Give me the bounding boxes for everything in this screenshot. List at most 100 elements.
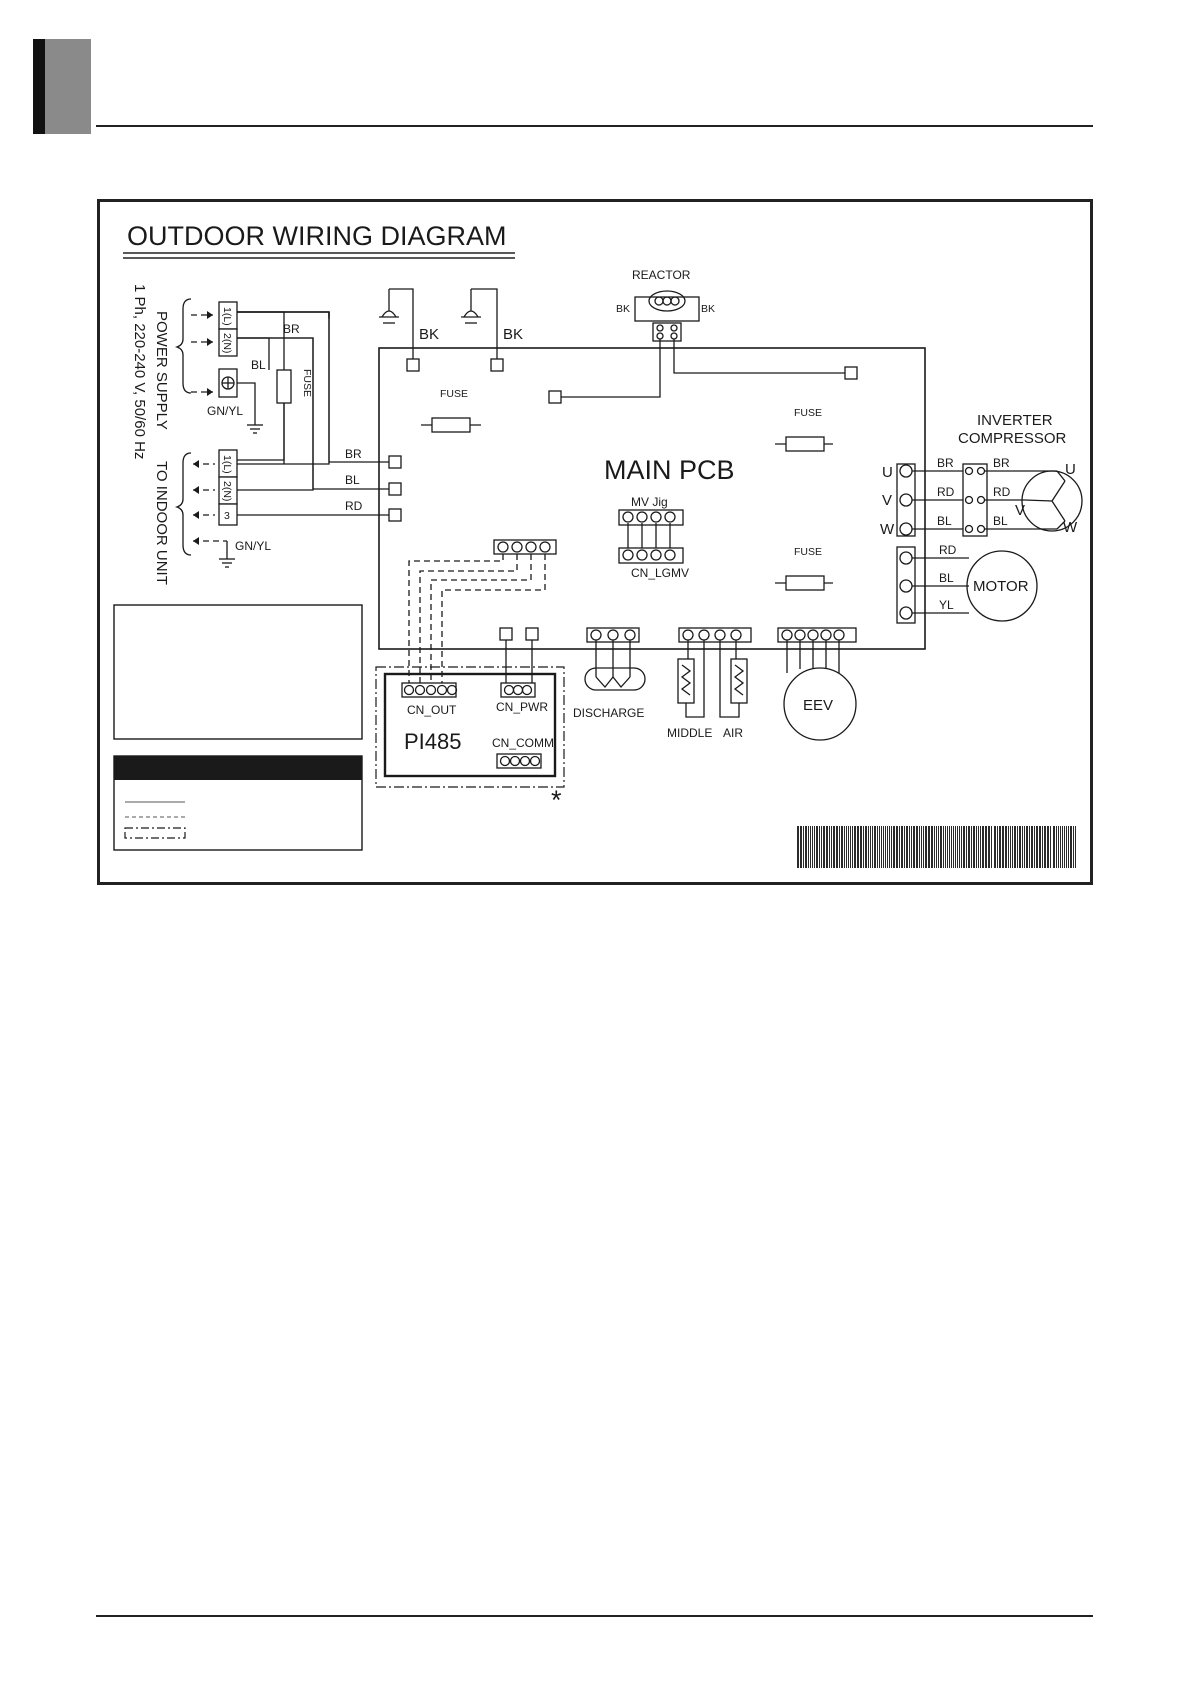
barcode-bar [1060,826,1061,868]
barcode-bar [848,826,849,868]
power-supply-spec: 1 Ph, 220-240 V, 50/60 Hz [131,284,148,459]
barcode-bar [1005,826,1007,868]
barcode-bar [957,826,958,868]
air-label: AIR [723,726,743,740]
barcode-bar [819,826,820,868]
motor-wire-yl: YL [939,598,954,612]
barcode-bar [1029,826,1030,868]
barcode-bar [857,826,859,868]
reactor-label: REACTOR [632,268,691,282]
barcode-bar [968,826,970,868]
barcode-bar [823,826,825,868]
cn-pwr-label: CN_PWR [496,700,548,714]
barcode [797,826,1076,868]
barcode-bar [991,826,992,868]
barcode-bar [1014,826,1016,868]
compressor-motor [1021,470,1083,532]
inverter-label-1: INVERTER [977,412,1053,429]
barcode-bar [1012,826,1013,868]
comp-phase-v: V [1015,502,1025,519]
barcode-bar [985,826,987,868]
barcode-bar [904,826,905,868]
comp-wire-rd-2: RD [993,485,1011,499]
barcode-bar [1047,826,1049,868]
barcode-bar [841,826,843,868]
comp-wire-br-1: BR [937,456,954,470]
barcode-bar [839,826,840,868]
barcode-bar [953,826,954,868]
diagram-title: OUTDOOR WIRING DIAGRAM [127,221,507,251]
barcode-bar [1042,826,1043,868]
barcode-bar [963,826,965,868]
barcode-bar [971,826,972,868]
barcode-bar [863,826,864,868]
barcode-bar [945,826,946,868]
barcode-bar [913,826,915,868]
barcode-bar [988,826,990,868]
barcode-bar [997,826,998,868]
barcode-bar [949,826,950,868]
wire-label-bl: BL [345,473,360,487]
barcode-bar [1026,826,1028,868]
barcode-bar [1024,826,1025,868]
barcode-bar [887,826,888,868]
barcode-bar [901,826,903,868]
pcb-fuse-label-2: FUSE [794,407,822,419]
barcode-bar [872,826,873,868]
barcode-bar [879,826,880,868]
barcode-bar [943,826,944,868]
barcode-bar [978,826,979,868]
pcb-phase-w: W [880,521,895,538]
barcode-bar [810,826,811,868]
barcode-bar [955,826,956,868]
barcode-bar [921,826,922,868]
motor-label: MOTOR [973,578,1029,595]
barcode-bar [936,826,937,868]
bk-label-1: BK [419,326,439,343]
barcode-bar [1031,826,1033,868]
barcode-bar [852,826,853,868]
barcode-bar [899,826,900,868]
barcode-bar [982,826,984,868]
barcode-bar [1050,826,1051,868]
comp-wire-br-2: BR [993,456,1010,470]
pcb-phase-v: V [882,492,892,509]
bk-label-2: BK [503,326,523,343]
barcode-bar [1017,826,1018,868]
barcode-bar [1022,826,1023,868]
barcode-bar [1058,826,1059,868]
barcode-bar [877,826,878,868]
barcode-bar [906,826,908,868]
motor-wire-bl: BL [939,571,954,585]
barcode-bar [1039,826,1041,868]
barcode-bar [994,826,996,868]
barcode-bar [854,826,856,868]
barcode-bar [803,826,804,868]
optional-asterisk: * [551,785,562,815]
barcode-bar [831,826,832,868]
barcode-bar [976,826,977,868]
barcode-bar [844,826,845,868]
barcode-bar [821,826,822,868]
barcode-bar [891,826,892,868]
cn-comm-label: CN_COMM [492,736,554,750]
iu-terminal-1: 1(L) [221,455,233,474]
barcode-bar [881,826,882,868]
barcode-bar [916,826,918,868]
wire-label-bl-top: BL [251,358,266,372]
wire-label-rd: RD [345,499,363,513]
barcode-bar [947,826,948,868]
barcode-bar [814,826,815,868]
barcode-bar [1062,826,1063,868]
barcode-bar [1053,826,1055,868]
barcode-bar [980,826,981,868]
header-rule [96,125,1093,127]
barcode-bar [911,826,912,868]
barcode-bar [896,826,898,868]
barcode-bar [940,826,942,868]
middle-label: MIDDLE [667,726,712,740]
comp-wire-bl-2: BL [993,514,1008,528]
barcode-bar [1056,826,1057,868]
barcode-bar [1066,826,1067,868]
barcode-bar [925,826,927,868]
